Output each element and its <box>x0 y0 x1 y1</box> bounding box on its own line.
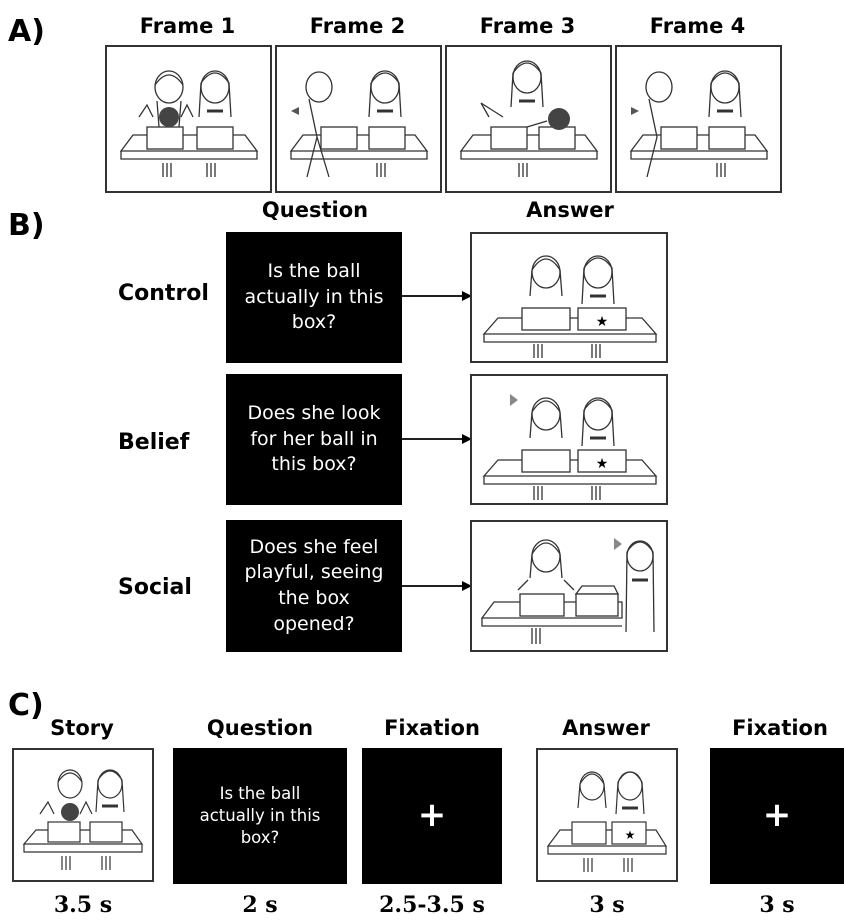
frame-1-panel <box>105 45 272 193</box>
fixation-cross-1: + <box>417 795 447 836</box>
gray-arrow-icon <box>614 538 622 550</box>
ball-icon <box>61 803 79 821</box>
frame-1-title: Frame 1 <box>139 14 236 38</box>
answer-scene-belief: ★ <box>482 394 658 500</box>
section-c-label: C) <box>8 688 44 723</box>
step-answer-scene: ★ <box>546 771 668 872</box>
gray-arrow-icon <box>291 107 299 115</box>
gray-arrow-icon <box>510 394 518 406</box>
step-title-fixation-2: Fixation <box>732 716 828 740</box>
ball-icon <box>548 108 570 130</box>
ball-icon <box>159 107 179 127</box>
frame-2-panel <box>275 45 442 193</box>
answer-scene-social <box>480 538 655 644</box>
step-title-story: Story <box>50 716 114 740</box>
question-box-social: Does she feel playful, seeing the box op… <box>226 520 402 652</box>
frame-3-panel <box>445 45 612 193</box>
step-title-question: Question <box>206 716 314 740</box>
star-icon: ★ <box>625 828 636 842</box>
row-label-control: Control <box>118 281 209 306</box>
arrow-belief <box>402 434 472 444</box>
star-icon: ★ <box>596 314 609 330</box>
fixation-box-2: + <box>710 748 844 884</box>
frame-2-scene <box>289 70 429 178</box>
duration-fixation-2: 3 s <box>759 892 795 918</box>
step-title-fixation-1: Fixation <box>384 716 480 740</box>
question-box-control: Is the ball actually in this box? <box>226 232 402 363</box>
row-label-social: Social <box>118 575 192 600</box>
row-label-belief: Belief <box>118 430 190 455</box>
answer-panel-control: ★ <box>470 232 668 363</box>
duration-fixation-1: 2.5-3.5 s <box>379 892 485 918</box>
arrow-control <box>402 291 472 301</box>
frame-4-scene <box>629 70 769 178</box>
section-a-label: A) <box>8 14 45 49</box>
gray-arrow-icon <box>631 107 639 115</box>
duration-answer: 3 s <box>589 892 625 918</box>
step-title-answer: Answer <box>562 716 650 740</box>
star-icon: ★ <box>596 456 609 472</box>
answer-header: Answer <box>526 198 614 222</box>
frame-3-scene <box>459 60 599 177</box>
frame-4-title: Frame 4 <box>649 14 746 38</box>
answer-panel-social <box>470 520 668 652</box>
section-b-label: B) <box>8 208 45 243</box>
question-header: Question <box>261 198 369 222</box>
arrow-social <box>402 581 472 591</box>
fixation-cross-2: + <box>762 795 792 836</box>
frame-2-title: Frame 2 <box>309 14 406 38</box>
frame-4-panel <box>615 45 782 193</box>
story-panel <box>12 748 154 882</box>
step-question-box: Is the ball actually in this box? <box>173 748 347 884</box>
frame-1-scene <box>119 70 259 177</box>
fixation-box-1: + <box>362 748 502 884</box>
story-scene <box>22 769 144 870</box>
answer-scene-control: ★ <box>482 255 658 358</box>
duration-question: 2 s <box>242 892 278 918</box>
frame-3-title: Frame 3 <box>479 14 576 38</box>
duration-story: 3.5 s <box>53 892 113 918</box>
step-answer-panel: ★ <box>536 748 678 882</box>
question-box-belief: Does she look for her ball in this box? <box>226 374 402 505</box>
answer-panel-belief: ★ <box>470 374 668 505</box>
